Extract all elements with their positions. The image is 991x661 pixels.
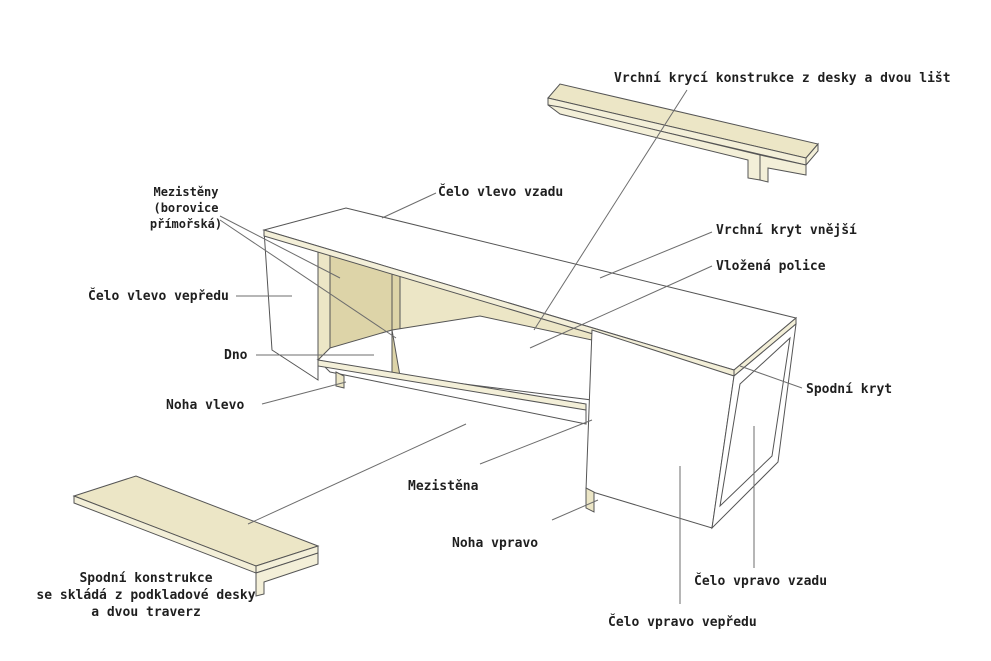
left-divider	[317, 245, 331, 362]
label-bottom-construction: Spodní konstrukce se skládá z podkladové…	[30, 570, 262, 621]
top-cover-construction	[547, 83, 819, 183]
top-cover-rail-end	[759, 154, 807, 183]
label-left-back-end: Čelo vlevo vzadu	[438, 185, 564, 200]
top-cover-side-edge	[805, 142, 819, 167]
label-dividers-line-2: (borovice	[153, 201, 219, 215]
label-right-back-end: Čelo vpravo vzadu	[694, 574, 828, 589]
label-right-leg: Noha vpravo	[452, 536, 539, 551]
label-dividers-line-3: přímořská)	[149, 217, 223, 231]
bottom-front-strip	[317, 359, 587, 411]
label-bottom-construction-line-1: Spodní konstrukce	[79, 571, 213, 586]
label-top-cover-construction: Vrchní krycí konstrukce z desky a dvou l…	[614, 71, 951, 86]
label-middle-divider: Mezistěna	[408, 479, 479, 494]
leader-bottom-construction	[247, 423, 467, 525]
leader-inserted-shelf	[529, 265, 713, 349]
label-outer-top-cover: Vrchní kryt vnější	[716, 223, 857, 238]
leader-left-back-end	[381, 192, 437, 219]
label-dividers: Mezistěny (borovice přímořská)	[138, 184, 234, 232]
bottom-traverse	[255, 552, 319, 597]
bottom-board	[72, 475, 320, 567]
leader-outer-cover	[599, 231, 713, 279]
leader-top-cover	[533, 89, 688, 331]
top-cover-rail	[547, 104, 761, 181]
right-end-inner	[719, 336, 791, 508]
label-bottom-construction-line-3: a dvou traverz	[91, 605, 201, 620]
label-bottom-construction-line-2: se skládá z podkladové desky	[36, 588, 256, 603]
leader-dividers-b	[219, 219, 397, 339]
label-left-leg: Noha vlevo	[166, 398, 245, 413]
leader-bottom-cover	[739, 365, 803, 389]
label-inserted-shelf: Vložená police	[716, 259, 826, 274]
bottom-construction	[72, 475, 320, 597]
leader-lines	[219, 89, 803, 604]
right-leg	[585, 487, 595, 513]
label-dividers-line-1: Mezistěny	[153, 185, 219, 199]
leader-dividers-a	[219, 215, 341, 279]
leader-middle-divider	[479, 419, 593, 465]
leader-left-leg	[261, 381, 347, 405]
label-bottom: Dno	[224, 348, 248, 363]
label-bottom-cover: Spodní kryt	[806, 382, 893, 397]
top-cover-front-edge	[547, 97, 807, 166]
label-right-front-end: Čelo vpravo vepředu	[608, 615, 757, 630]
label-left-front-end: Čelo vlevo vepředu	[88, 289, 229, 304]
leader-right-leg	[551, 499, 599, 521]
